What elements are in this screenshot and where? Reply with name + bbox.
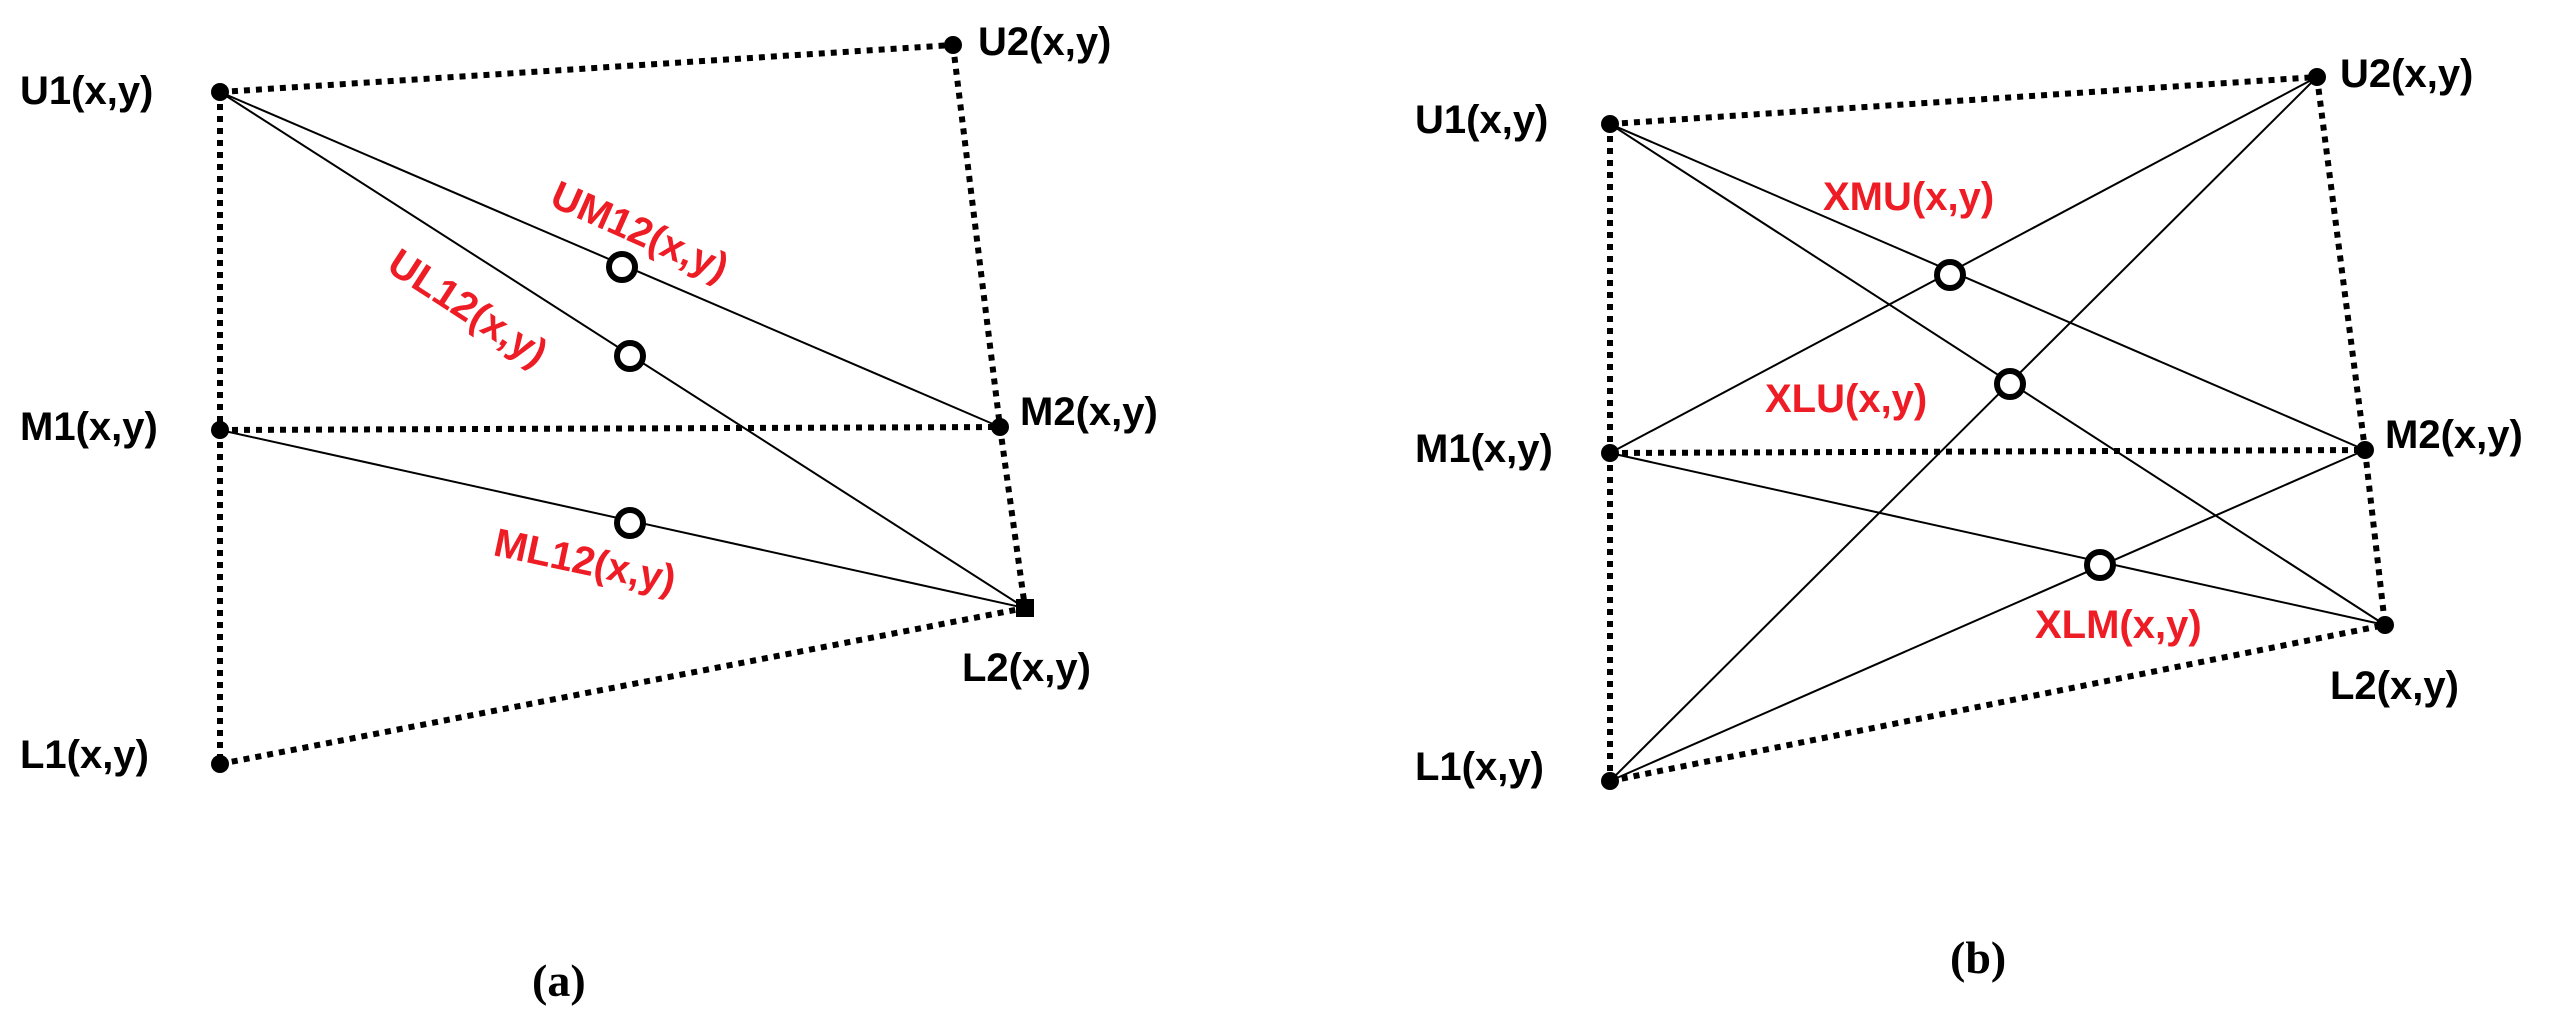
midpoint-um12 bbox=[606, 251, 638, 283]
intersection-xmu bbox=[1934, 259, 1966, 291]
label-xlu: XLU(x,y) bbox=[1765, 377, 1927, 421]
point-l2 bbox=[1016, 599, 1034, 617]
line-l1-u2 bbox=[1609, 76, 2318, 782]
point-u2 bbox=[2308, 68, 2326, 86]
point-l1 bbox=[211, 755, 229, 773]
line-m1-l2 bbox=[1609, 452, 2386, 626]
label-u2: U2(x,y) bbox=[2340, 52, 2473, 96]
label-m2: M2(x,y) bbox=[1020, 390, 1158, 434]
label-ml12: ML12(x,y) bbox=[490, 521, 680, 602]
label-l2: L2(x,y) bbox=[962, 646, 1091, 690]
label-m1: M1(x,y) bbox=[1415, 427, 1553, 471]
edge-m1-m2 bbox=[1609, 447, 2366, 456]
intersection-xlm bbox=[2084, 549, 2116, 581]
label-ul12: UL12(x,y) bbox=[380, 241, 555, 376]
label-m1: M1(x,y) bbox=[20, 405, 158, 449]
panel-b: U1(x,y) U2(x,y) M1(x,y) M2(x,y) L1(x,y) … bbox=[1415, 52, 2523, 983]
label-l1: L1(x,y) bbox=[20, 733, 149, 777]
label-u1: U1(x,y) bbox=[1415, 98, 1548, 142]
point-m1 bbox=[1601, 444, 1619, 462]
caption-a: (a) bbox=[532, 955, 586, 1006]
label-u1: U1(x,y) bbox=[20, 69, 153, 113]
label-xlm: XLM(x,y) bbox=[2035, 603, 2202, 647]
point-l1 bbox=[1601, 772, 1619, 790]
edge-m2-l2 bbox=[997, 426, 1028, 609]
edge-u1-u2 bbox=[219, 42, 954, 95]
caption-b: (b) bbox=[1950, 932, 2006, 983]
point-m2 bbox=[2356, 441, 2374, 459]
point-u1 bbox=[211, 83, 229, 101]
line-m1-u2 bbox=[1609, 76, 2318, 454]
edge-m2-l2 bbox=[2362, 449, 2388, 626]
edge-l1-l2 bbox=[1609, 622, 2386, 784]
label-xmu: XMU(x,y) bbox=[1823, 175, 1994, 219]
point-m2 bbox=[991, 418, 1009, 436]
midpoint-ml12 bbox=[614, 507, 646, 539]
midpoint-ul12 bbox=[614, 340, 646, 372]
point-u2 bbox=[944, 36, 962, 54]
intersection-xlu bbox=[1994, 368, 2026, 400]
label-m2: M2(x,y) bbox=[2385, 413, 2523, 457]
edge-u1-u2 bbox=[1609, 74, 2318, 127]
label-u2: U2(x,y) bbox=[978, 20, 1111, 64]
point-m1 bbox=[211, 421, 229, 439]
edge-u2-m2 bbox=[950, 44, 1003, 428]
edge-m1-m2 bbox=[219, 424, 1001, 433]
point-l2 bbox=[2376, 616, 2394, 634]
line-u1-m2 bbox=[1609, 123, 2366, 451]
edge-u2-m2 bbox=[2314, 76, 2368, 451]
edge-l1-l2 bbox=[219, 605, 1026, 767]
line-l1-m2 bbox=[1609, 449, 2366, 782]
point-u1 bbox=[1601, 115, 1619, 133]
panel-a: U1(x,y) U2(x,y) M1(x,y) M2(x,y) L1(x,y) … bbox=[20, 20, 1158, 1006]
label-l2: L2(x,y) bbox=[2330, 664, 2459, 708]
label-l1: L1(x,y) bbox=[1415, 745, 1544, 789]
